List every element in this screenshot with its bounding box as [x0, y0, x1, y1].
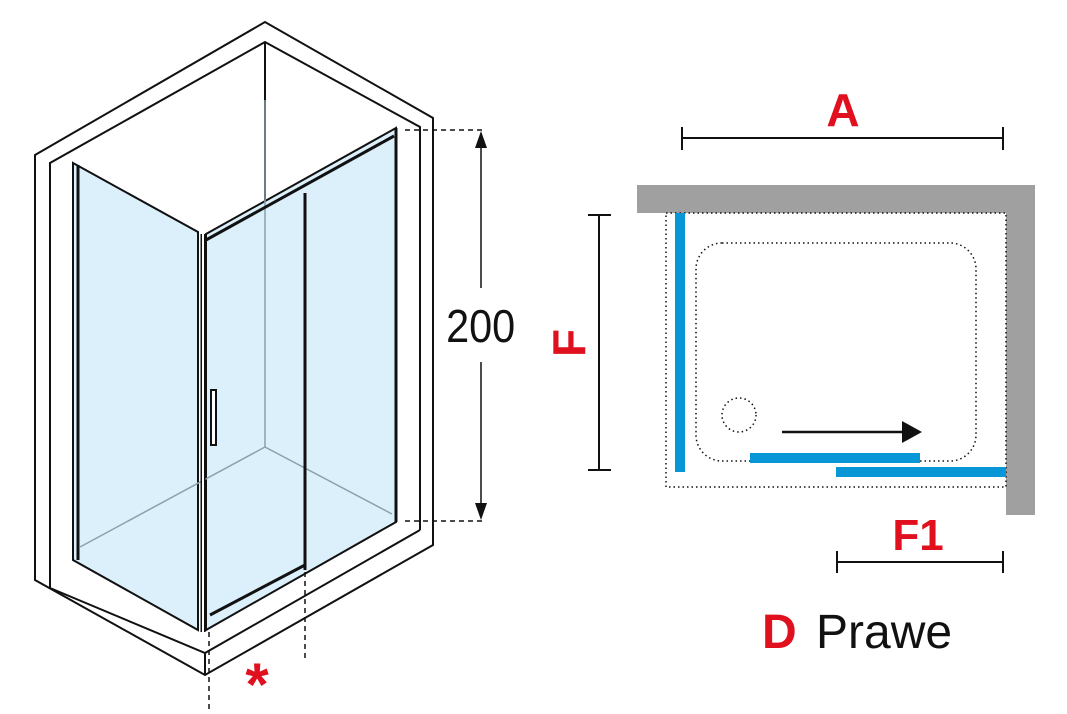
- width-label: A: [826, 84, 859, 136]
- side-panel: [675, 213, 685, 472]
- wall-top: [637, 185, 1035, 213]
- drain-icon: [721, 397, 757, 433]
- bottom-rail: [209, 563, 306, 617]
- variant-caption: D Prawe: [762, 606, 952, 659]
- variant-name: Prawe: [816, 606, 952, 659]
- note-asterisk: *: [245, 651, 269, 714]
- height-dimension: [405, 129, 487, 522]
- top-rail: [205, 134, 395, 242]
- arrow-head-icon: [902, 421, 922, 443]
- height-label: 200: [446, 301, 515, 353]
- opening-label: F1: [892, 511, 943, 560]
- wall-right: [1006, 185, 1035, 515]
- width-dimension: [681, 127, 1004, 150]
- plan-view: [588, 127, 1035, 573]
- opening-dimension-guides: [208, 572, 306, 712]
- opening-dimension: [836, 551, 1004, 573]
- tray-basin: [695, 242, 977, 462]
- isometric-view: [34, 20, 487, 712]
- depth-dimension: [588, 214, 611, 471]
- variant-letter: D: [762, 606, 797, 659]
- floor-lines: [79, 100, 393, 548]
- door-handle: [210, 389, 217, 446]
- tray-outline: [665, 212, 1007, 488]
- fixed-panel: [836, 467, 1006, 477]
- side-glass-panel: [72, 161, 199, 632]
- sliding-door-panel: [750, 453, 920, 463]
- depth-label: F: [543, 329, 595, 357]
